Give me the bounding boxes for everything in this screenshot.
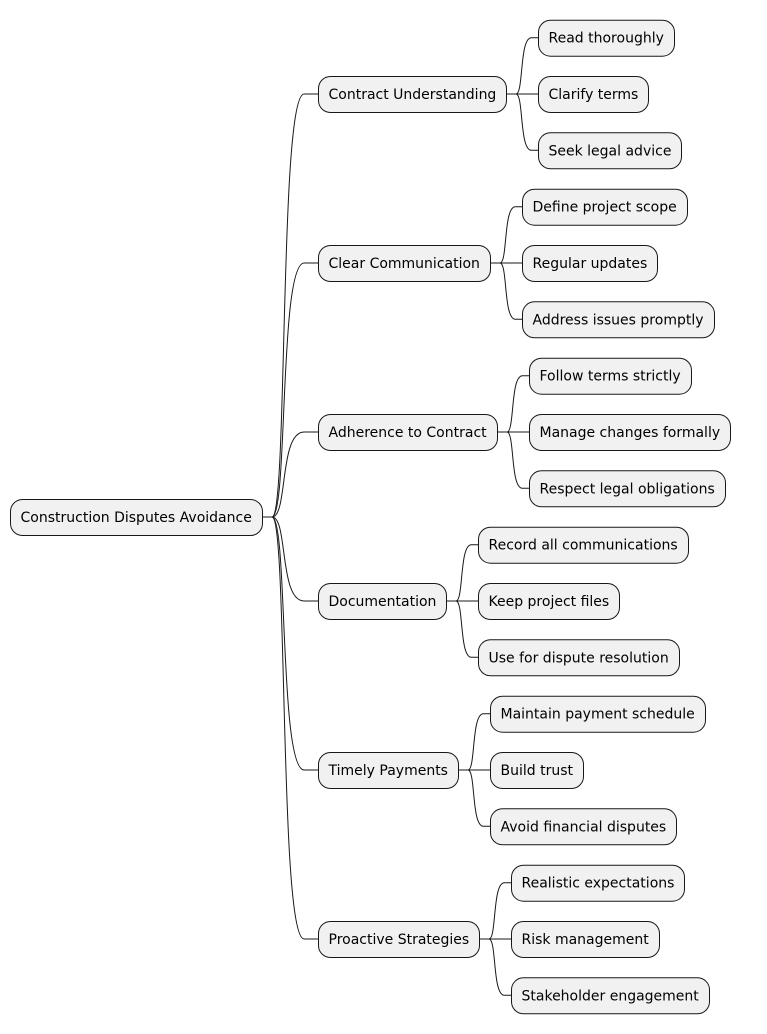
root-branch-edge [262, 431, 318, 518]
leaf-node: Stakeholder engagement [511, 977, 710, 1015]
leaf-node: Regular updates [522, 245, 658, 282]
nodes-layer: Construction Disputes Avoidance Contract … [10, 19, 731, 1015]
leaf-node-box [478, 639, 680, 677]
branch-node: Documentation [318, 583, 447, 620]
leaf-node-label: Realistic expectations [522, 876, 675, 892]
branch-leaf-edge [506, 37, 538, 95]
leaf-node-label: Follow terms strictly [540, 369, 681, 385]
root-node-label: Construction Disputes Avoidance [21, 510, 252, 526]
leaf-node-label: Address issues promptly [533, 312, 704, 328]
branch-node: Contract Understanding [318, 76, 507, 113]
leaf-node-label: Manage changes formally [540, 425, 721, 441]
branch-leaf-edge [458, 769, 490, 827]
root-branch-edge [262, 516, 318, 602]
leaf-node-label: Respect legal obligations [540, 481, 715, 497]
branch-leaf-edge [497, 375, 529, 433]
leaf-node: Risk management [511, 921, 660, 958]
leaf-node-box [538, 132, 682, 170]
branch-node: Adherence to Contract [318, 414, 498, 451]
leaf-node: Address issues promptly [522, 301, 715, 339]
leaf-node: Seek legal advice [538, 132, 682, 170]
branch-node-box [318, 76, 507, 113]
leaf-node-label: Keep project files [489, 594, 610, 610]
leaf-node-box [478, 583, 620, 620]
branch-node-box [318, 752, 459, 789]
branch-leaf-edge [490, 206, 522, 264]
leaf-node-label: Build trust [501, 763, 574, 779]
leaf-node: Respect legal obligations [529, 470, 726, 508]
leaf-node: Build trust [490, 752, 584, 789]
root-node: Construction Disputes Avoidance [10, 499, 263, 536]
leaf-node: Maintain payment schedule [490, 695, 706, 733]
leaf-node-box [529, 357, 692, 395]
root-branch-edge [262, 516, 318, 771]
leaf-node-label: Record all communications [489, 538, 678, 554]
branch-leaf-edge [497, 431, 529, 489]
leaf-node-label: Seek legal advice [549, 143, 672, 159]
leaf-node: Read thoroughly [538, 19, 675, 57]
leaf-node-label: Define project scope [533, 200, 677, 216]
branch-node-label: Timely Payments [328, 763, 448, 779]
branch-node-label: Clear Communication [329, 256, 480, 272]
branch-node: Timely Payments [318, 752, 459, 789]
branch-leaf-edge [446, 544, 478, 602]
branch-node-label: Proactive Strategies [329, 932, 470, 948]
branch-leaf-edge [479, 882, 511, 940]
leaf-node-box [529, 470, 726, 508]
branch-leaf-edge [458, 713, 490, 771]
branch-node-box [318, 921, 480, 958]
leaf-node-box [490, 695, 706, 733]
leaf-node-box [511, 921, 660, 958]
leaf-node-label: Use for dispute resolution [489, 650, 669, 666]
leaf-node-box [522, 188, 688, 226]
leaf-node-box [522, 301, 715, 339]
leaf-node: Define project scope [522, 188, 688, 226]
branch-node-label: Adherence to Contract [329, 425, 488, 441]
leaf-node-box [538, 19, 675, 57]
branch-leaf-edge [506, 93, 538, 151]
edges-layer [262, 37, 538, 996]
branch-node: Clear Communication [318, 245, 491, 282]
branch-node-box [318, 414, 498, 451]
branch-leaf-edge [490, 262, 522, 320]
leaf-node-label: Clarify terms [549, 87, 639, 103]
root-branch-edge [262, 93, 318, 518]
root-node-box [10, 499, 263, 536]
root-branch-edge [262, 262, 318, 518]
leaf-node: Keep project files [478, 583, 620, 620]
leaf-node-box [538, 76, 649, 113]
leaf-node: Avoid financial disputes [490, 808, 677, 846]
leaf-node-box [478, 526, 689, 564]
branch-node-label: Contract Understanding [329, 87, 497, 103]
leaf-node: Manage changes formally [529, 414, 731, 451]
leaf-node-label: Stakeholder engagement [522, 988, 700, 1004]
branch-node: Proactive Strategies [318, 921, 480, 958]
root-branch-edge [262, 516, 318, 940]
leaf-node: Clarify terms [538, 76, 649, 113]
leaf-node-box [490, 752, 584, 789]
branch-node-box [318, 583, 447, 620]
leaf-node-box [511, 977, 710, 1015]
leaf-node-box [490, 808, 677, 846]
leaf-node-box [529, 414, 731, 451]
leaf-node-label: Risk management [522, 932, 650, 948]
leaf-node: Realistic expectations [511, 864, 685, 902]
leaf-node: Use for dispute resolution [478, 639, 680, 677]
branch-node-box [318, 245, 491, 282]
leaf-node: Record all communications [478, 526, 689, 564]
leaf-node-label: Avoid financial disputes [501, 819, 667, 835]
leaf-node-box [522, 245, 658, 282]
branch-leaf-edge [446, 600, 478, 658]
leaf-node-label: Regular updates [533, 256, 648, 272]
leaf-node-box [511, 864, 685, 902]
branch-node-label: Documentation [329, 594, 437, 610]
branch-leaf-edge [479, 938, 511, 996]
leaf-node-label: Maintain payment schedule [501, 707, 695, 723]
leaf-node: Follow terms strictly [529, 357, 692, 395]
leaf-node-label: Read thoroughly [549, 31, 664, 47]
